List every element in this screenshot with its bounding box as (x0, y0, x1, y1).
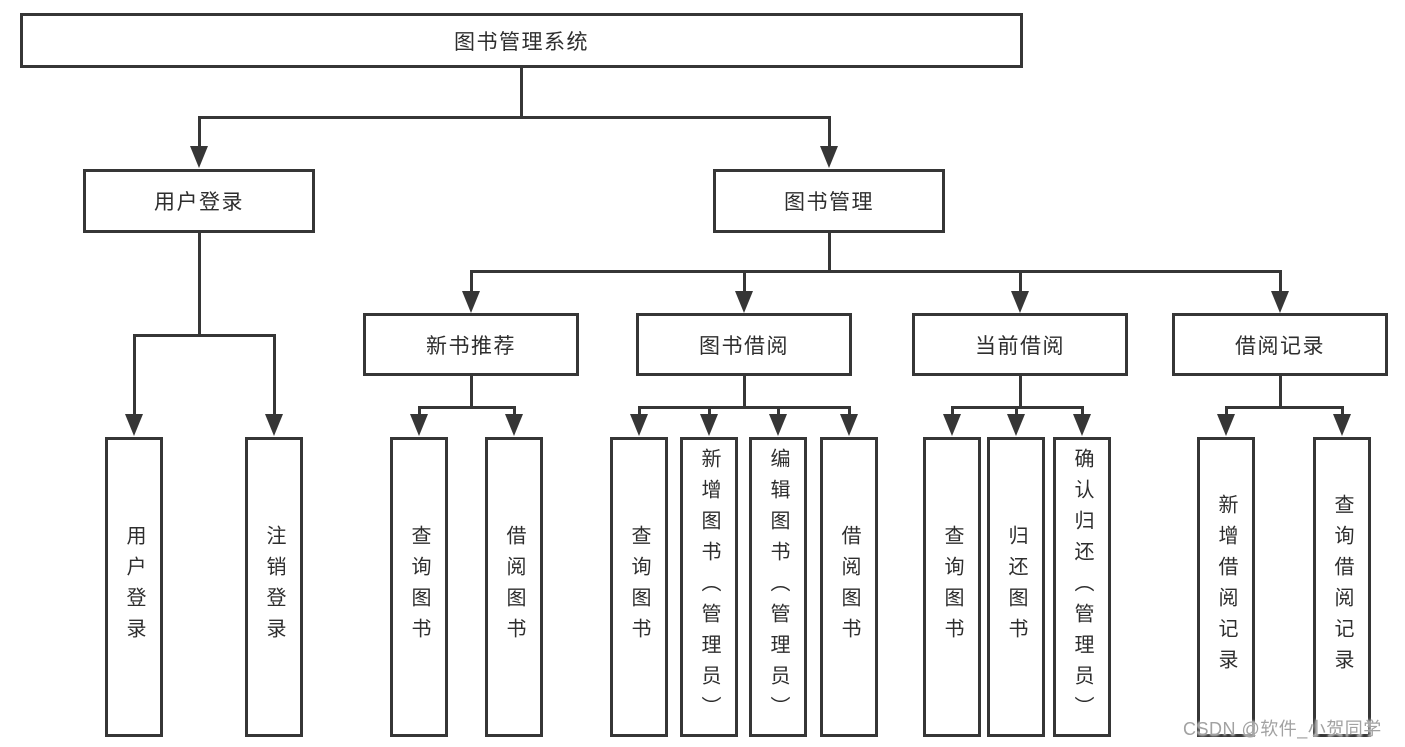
leaf-user-login: 用户登录 (105, 437, 163, 737)
connector-leaf (1225, 406, 1228, 418)
connector-leaf (848, 406, 851, 418)
connector-leaf (1081, 406, 1084, 418)
connector-leaf (1341, 406, 1344, 418)
node-book-borrowing: 图书借阅 (636, 313, 852, 376)
leaf-current-confirm-return-admin: 确认归还（管理员） (1053, 437, 1111, 737)
connector-to-book-management (828, 116, 831, 150)
arrowhead-leaf (769, 414, 787, 436)
connector-bookmgmt-split (470, 270, 1282, 273)
connector-leaf (951, 406, 954, 418)
connector-leaf (708, 406, 711, 418)
connector-bookmgmt-stub (828, 233, 831, 272)
connector-leaf (418, 406, 421, 418)
connector-userlogin-stub (198, 233, 201, 336)
arrowhead-leaf (700, 414, 718, 436)
arrowhead-leaf (1217, 414, 1235, 436)
leaf-borrow-query-books: 查询图书 (610, 437, 668, 737)
arrowhead-leaf (1073, 414, 1091, 436)
leaf-newbook-query-books: 查询图书 (390, 437, 448, 737)
connector-to-leaf-user-login (133, 334, 136, 416)
connector-root-stub (520, 68, 523, 116)
connector-currentborrow-stub (1019, 376, 1022, 408)
leaf-borrow-edit-books-admin: 编辑图书（管理员） (749, 437, 807, 737)
arrowhead-to-book-management (820, 146, 838, 168)
node-borrowing-records: 借阅记录 (1172, 313, 1388, 376)
connector-userlogin-split (133, 334, 276, 337)
leaf-logout: 注销登录 (245, 437, 303, 737)
arrowhead-to-new-book (462, 291, 480, 313)
leaf-records-query-record: 查询借阅记录 (1313, 437, 1371, 737)
connector-to-user-login (198, 116, 201, 150)
arrowhead-leaf (410, 414, 428, 436)
node-current-borrowing: 当前借阅 (912, 313, 1128, 376)
node-library-system: 图书管理系统 (20, 13, 1023, 68)
connector-leaf (1015, 406, 1018, 418)
arrowhead-leaf (840, 414, 858, 436)
arrowhead-to-user-login (190, 146, 208, 168)
leaf-current-query-books: 查询图书 (923, 437, 981, 737)
arrowhead-leaf (1007, 414, 1025, 436)
connector-newbook-split (418, 406, 516, 409)
leaf-borrow-borrow-books: 借阅图书 (820, 437, 878, 737)
leaf-current-return-books: 归还图书 (987, 437, 1045, 737)
connector-newbook-stub (470, 376, 473, 408)
connector-to-leaf-logout (273, 334, 276, 416)
connector-to-current-borrow (1019, 270, 1022, 293)
arrowhead-to-leaf-logout (265, 414, 283, 436)
arrowhead-leaf (505, 414, 523, 436)
arrowhead-to-leaf-user-login (125, 414, 143, 436)
leaf-borrow-add-books-admin: 新增图书（管理员） (680, 437, 738, 737)
connector-records-stub (1279, 376, 1282, 408)
arrowhead-to-borrow-records (1271, 291, 1289, 313)
leaf-records-add-record: 新增借阅记录 (1197, 437, 1255, 737)
connector-root-split (198, 116, 831, 119)
leaf-newbook-borrow-books: 借阅图书 (485, 437, 543, 737)
connector-to-borrow-records (1279, 270, 1282, 293)
connector-leaf (638, 406, 641, 418)
node-book-management: 图书管理 (713, 169, 945, 233)
connector-to-book-borrow (743, 270, 746, 293)
connector-leaf (777, 406, 780, 418)
arrowhead-to-book-borrow (735, 291, 753, 313)
connector-to-new-book (470, 270, 473, 293)
node-user-login: 用户登录 (83, 169, 315, 233)
connector-leaf (513, 406, 516, 418)
arrowhead-leaf (630, 414, 648, 436)
arrowhead-to-current-borrow (1011, 291, 1029, 313)
arrowhead-leaf (1333, 414, 1351, 436)
connector-records-split (1225, 406, 1344, 409)
connector-bookborrow-split (638, 406, 851, 409)
csdn-watermark: CSDN @软件_小贺同学 (1183, 719, 1382, 739)
arrowhead-leaf (943, 414, 961, 436)
connector-bookborrow-stub (743, 376, 746, 408)
node-new-book-recommend: 新书推荐 (363, 313, 579, 376)
